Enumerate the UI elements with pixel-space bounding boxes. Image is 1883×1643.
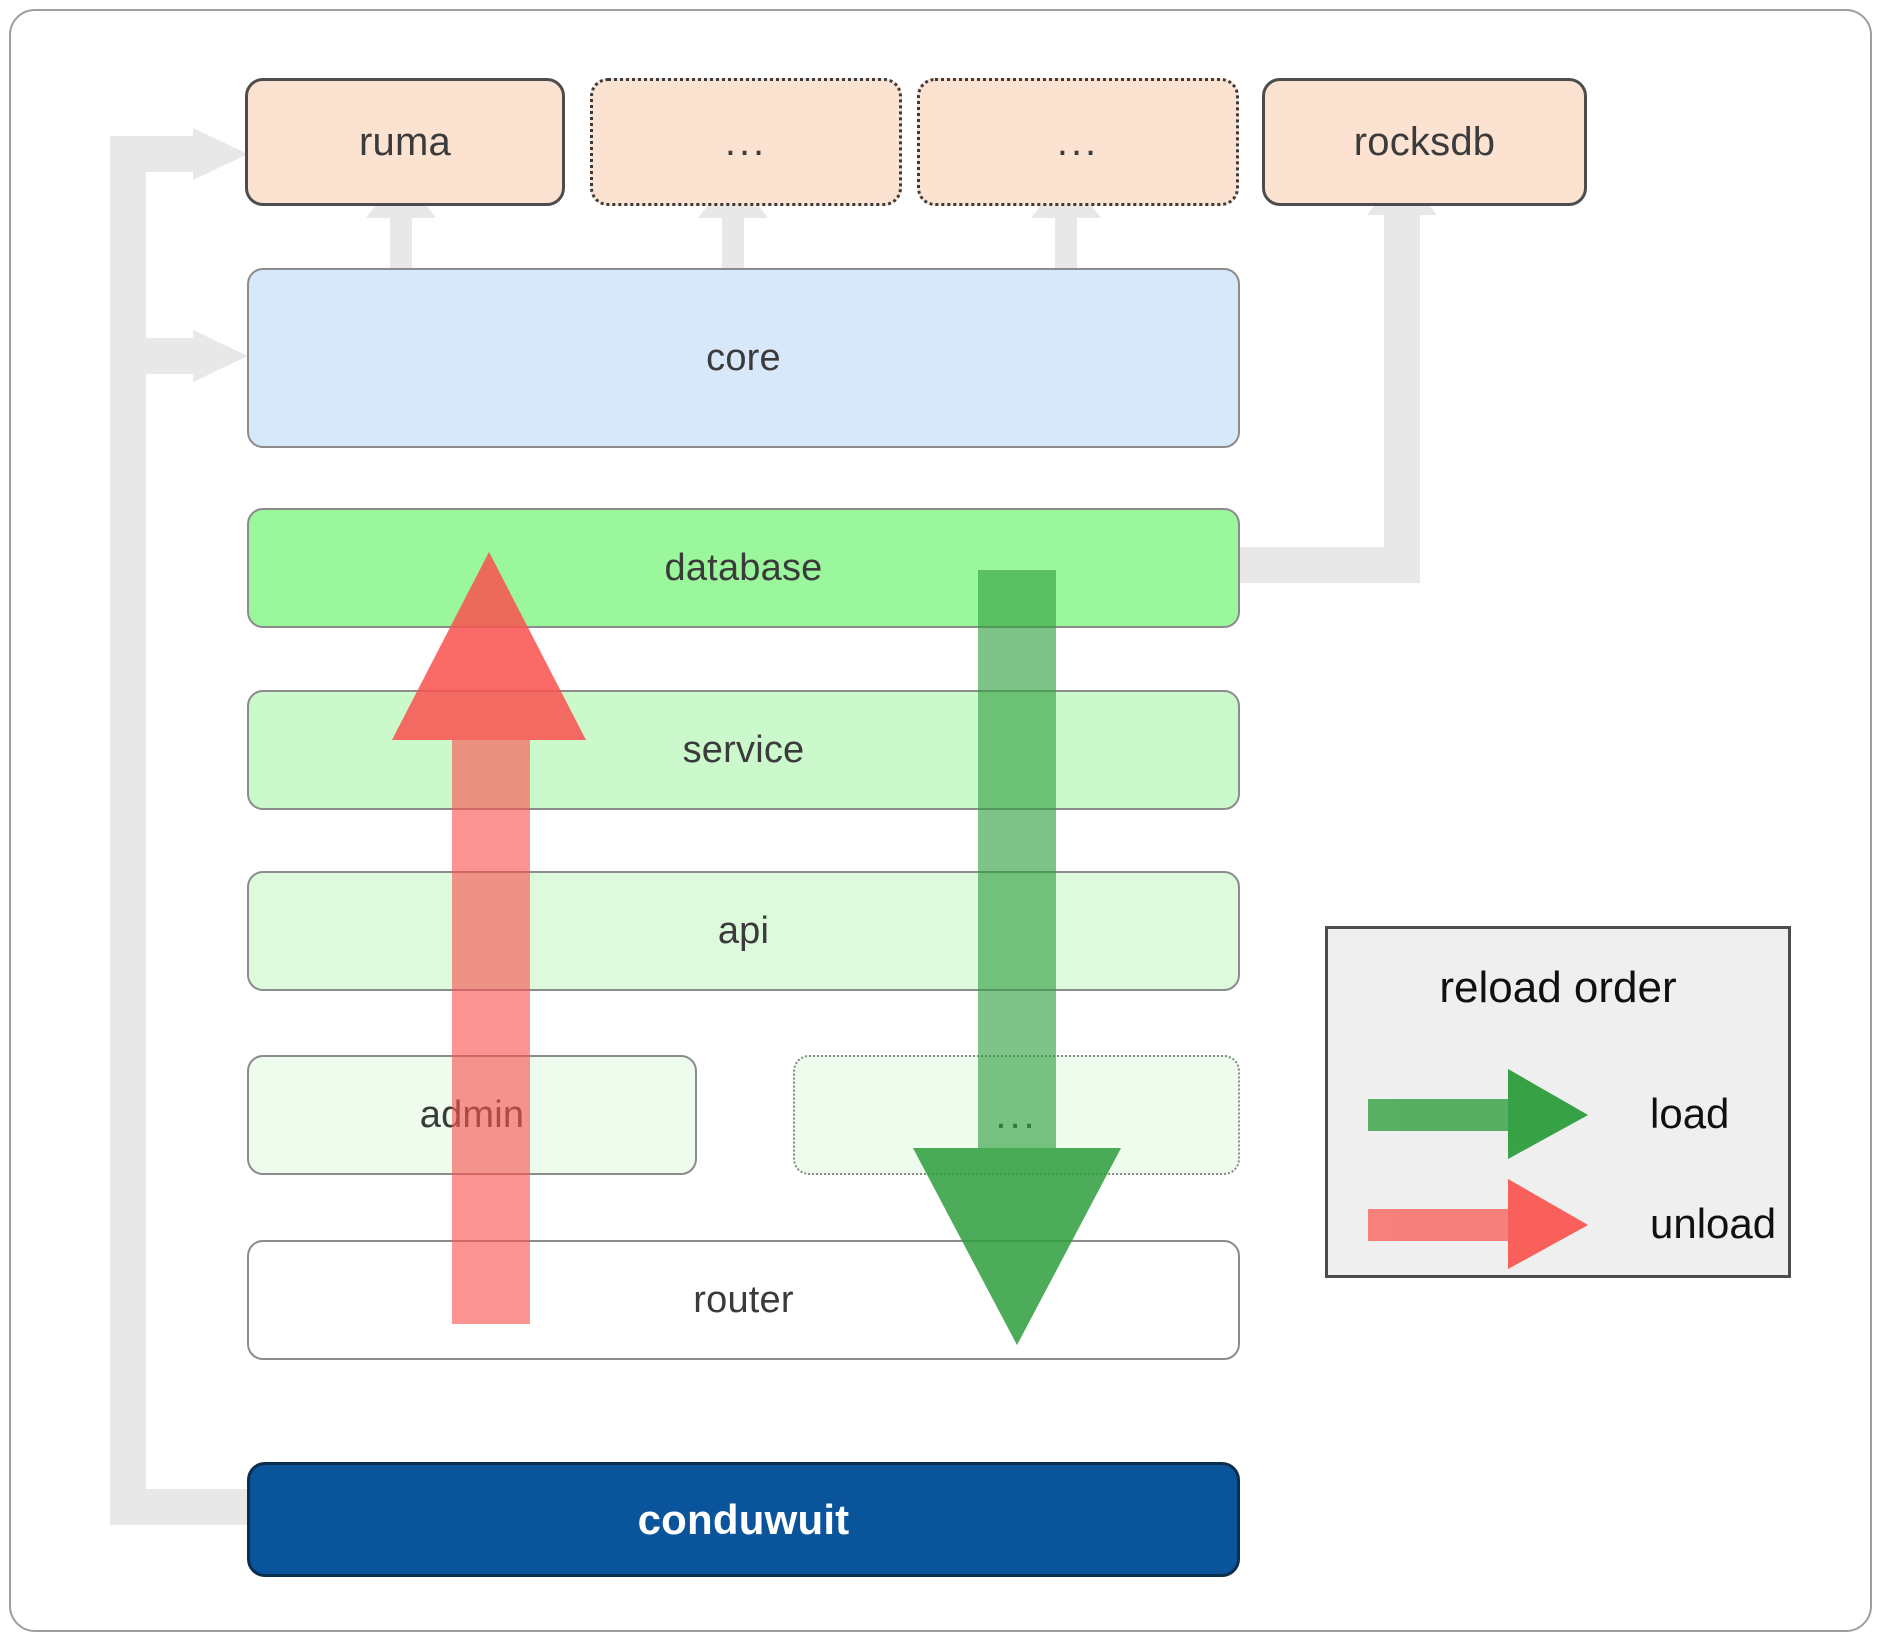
legend-title: reload order: [1439, 963, 1677, 1012]
dep-rocksdb[interactable]: rocksdb: [1262, 78, 1587, 206]
application-label: conduwuit: [637, 1495, 850, 1543]
load-legend-arrow-icon: [1368, 1069, 1588, 1159]
dep-ellipsis-1-label: ...: [724, 120, 768, 164]
layer-core-label: core: [706, 336, 781, 379]
dep-ellipsis-2[interactable]: ...: [917, 78, 1239, 206]
unload-legend-arrow-icon: [1368, 1179, 1588, 1269]
legend-label-unload: unload: [1650, 1200, 1777, 1247]
layer-database[interactable]: database: [247, 508, 1240, 628]
dep-ruma[interactable]: ruma: [245, 78, 565, 206]
dep-ellipsis-2-label: ...: [1056, 120, 1100, 164]
legend-label-load: load: [1650, 1090, 1730, 1137]
dep-rocksdb-label: rocksdb: [1353, 119, 1496, 164]
legend-row-unload: unload: [1328, 1179, 1788, 1269]
layer-admin[interactable]: admin: [247, 1055, 697, 1175]
application-conduwuit[interactable]: conduwuit: [247, 1462, 1240, 1577]
layer-service[interactable]: service: [247, 690, 1240, 810]
layer-database-label: database: [664, 546, 823, 589]
layer-service-label: service: [682, 728, 805, 771]
diagram-frame: [9, 9, 1872, 1632]
layer-core[interactable]: core: [247, 268, 1240, 448]
layer-api-label: api: [717, 909, 770, 952]
layer-ellipsis[interactable]: ...: [793, 1055, 1240, 1175]
layer-api[interactable]: api: [247, 871, 1240, 991]
layer-ellipsis-label: ...: [995, 1093, 1038, 1137]
layer-admin-label: admin: [419, 1093, 525, 1136]
dep-ellipsis-1[interactable]: ...: [590, 78, 902, 206]
layer-router[interactable]: router: [247, 1240, 1240, 1360]
legend-row-load: load: [1328, 1069, 1788, 1159]
legend-panel: reload order load: [1325, 926, 1791, 1278]
layer-router-label: router: [693, 1278, 794, 1321]
dep-ruma-label: ruma: [359, 119, 451, 164]
